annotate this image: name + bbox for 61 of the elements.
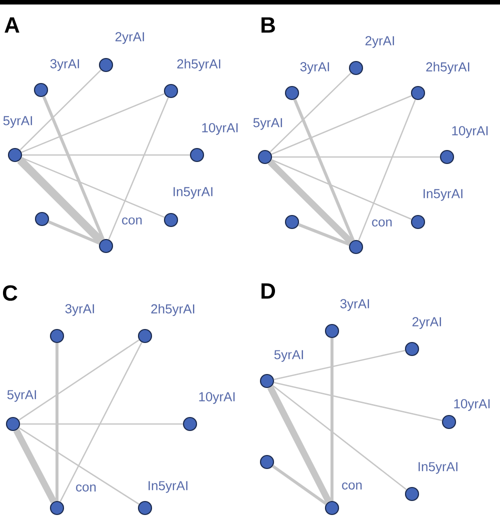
node-label: con — [372, 219, 392, 227]
connection-line — [272, 464, 328, 506]
connection-line — [20, 423, 183, 425]
connection-line — [17, 157, 104, 244]
connection-line — [60, 342, 142, 502]
connection-line — [13, 428, 57, 504]
node-label: 5yrAI — [274, 350, 303, 362]
node-label: 5yrAI — [7, 390, 36, 402]
node-label: In5yrAI — [174, 187, 212, 199]
connection-line — [18, 339, 140, 421]
node-label: In5yrAI — [424, 189, 462, 201]
node-label: In5yrAI — [148, 481, 188, 493]
node-label: 2h5yrAI — [426, 62, 470, 74]
node-label: 2h5yrAI — [151, 304, 194, 316]
node-label: In5yrAI — [418, 462, 458, 474]
connection-line — [270, 72, 352, 153]
network-node — [284, 214, 300, 230]
node-label: 10yrAI — [454, 399, 490, 411]
panel-label: C — [2, 285, 18, 301]
connection-line — [330, 338, 334, 501]
connection-line — [42, 96, 105, 240]
connection-line — [48, 220, 100, 245]
connection-line — [274, 382, 442, 422]
node-label: 10yrAI — [199, 392, 235, 404]
node-label: 3yrAI — [300, 62, 329, 74]
node-label: 2yrAI — [366, 36, 394, 48]
node-label: con — [342, 482, 362, 490]
connection-line — [272, 384, 407, 490]
node-label: con — [76, 484, 96, 492]
network-node — [260, 454, 274, 470]
node-label: 5yrAI — [253, 118, 282, 130]
node-label: 10yrAI — [452, 126, 488, 138]
connection-line — [21, 93, 165, 153]
connection-line — [293, 98, 355, 242]
connection-line — [22, 154, 190, 156]
connection-line — [267, 386, 332, 504]
connection-line — [358, 99, 416, 241]
connection-line — [268, 160, 354, 244]
connection-line — [271, 159, 412, 220]
panel-label: D — [262, 283, 276, 299]
node-label: 3yrAI — [50, 59, 79, 71]
connection-line — [272, 156, 440, 158]
node-label: 2h5yrAI — [177, 58, 220, 72]
connection-line — [108, 97, 169, 240]
connection-line — [298, 223, 350, 246]
node-label: 2yrAI — [116, 32, 144, 44]
node-label: 2yrAI — [412, 317, 441, 329]
connection-line — [271, 95, 412, 155]
node-label: 10yrAI — [202, 123, 238, 135]
panel-label: A — [4, 17, 20, 33]
connection-line — [20, 70, 102, 150]
node-label: 3yrAI — [340, 299, 369, 311]
connection-line — [274, 350, 406, 380]
node-label: 3yrAI — [65, 304, 94, 316]
node-label: 5yrAI — [3, 116, 32, 128]
panel-label: B — [262, 17, 275, 33]
network-node — [34, 212, 50, 226]
node-label: con — [122, 217, 142, 225]
connection-line — [56, 343, 58, 501]
connection-line — [18, 427, 140, 505]
connection-line — [21, 157, 165, 218]
